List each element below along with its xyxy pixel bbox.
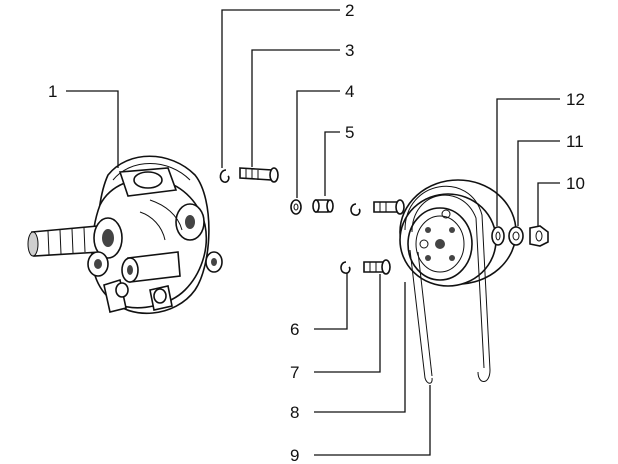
part-11-lock-washer bbox=[508, 226, 524, 246]
part-1-housing bbox=[27, 155, 223, 315]
leader-11 bbox=[517, 140, 560, 226]
part-9-belt bbox=[404, 185, 491, 384]
callout-3: 3 bbox=[345, 41, 354, 60]
leader-1 bbox=[66, 90, 119, 168]
callout-9: 9 bbox=[290, 446, 299, 464]
leader-3 bbox=[251, 49, 340, 167]
leader-lines bbox=[66, 9, 560, 456]
callout-labels: 1 2 3 4 5 6 7 8 9 10 11 12 bbox=[48, 1, 585, 464]
part-8-pulley bbox=[399, 179, 517, 287]
part-2-clip bbox=[219, 169, 230, 183]
callout-1: 1 bbox=[48, 82, 57, 101]
part-4-washer bbox=[290, 199, 302, 215]
leader-6 bbox=[314, 273, 348, 330]
callout-10: 10 bbox=[566, 174, 585, 193]
leader-10 bbox=[537, 182, 560, 226]
leader-2 bbox=[221, 9, 340, 168]
part-10-nut bbox=[529, 225, 549, 247]
callout-2: 2 bbox=[345, 1, 354, 20]
leader-9 bbox=[314, 385, 431, 456]
leader-7 bbox=[314, 274, 381, 373]
callout-11: 11 bbox=[566, 132, 584, 151]
callout-6: 6 bbox=[290, 320, 299, 339]
callout-8: 8 bbox=[290, 403, 299, 422]
part-6-clips bbox=[340, 203, 361, 274]
leader-4 bbox=[296, 90, 340, 198]
part-7-screws bbox=[363, 199, 405, 275]
leader-12 bbox=[496, 98, 560, 226]
callout-7: 7 bbox=[290, 363, 299, 382]
part-3-screw bbox=[239, 167, 279, 183]
callout-4: 4 bbox=[345, 82, 354, 101]
part-12-washer bbox=[491, 226, 505, 246]
leader-8 bbox=[314, 282, 406, 413]
callout-12: 12 bbox=[566, 90, 585, 109]
leader-5 bbox=[324, 131, 340, 196]
part-5-bolt bbox=[312, 199, 334, 213]
callout-5: 5 bbox=[345, 123, 354, 142]
